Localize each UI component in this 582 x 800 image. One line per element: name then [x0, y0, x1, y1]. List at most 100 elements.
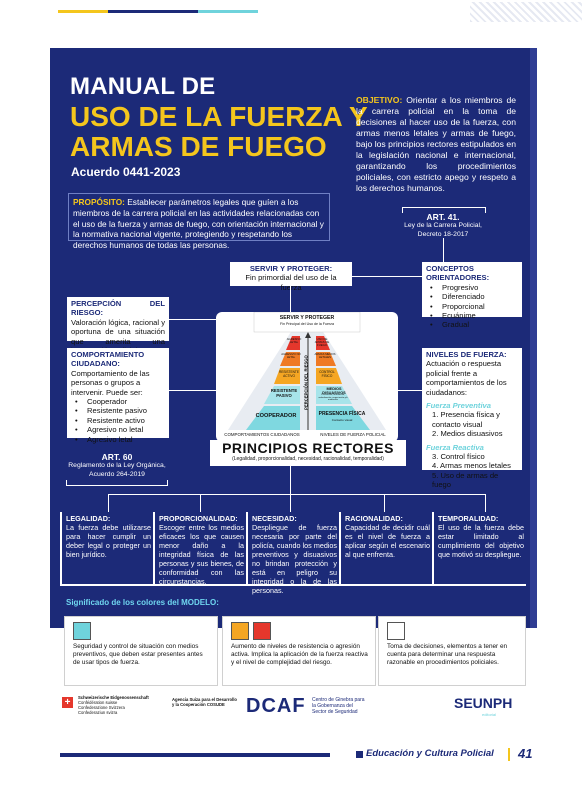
niveles-reac-item: 4. Armas menos letales [432, 461, 511, 471]
conceptos-title: CONCEPTOS ORIENTADORES: [426, 264, 490, 283]
connector [290, 464, 291, 494]
card-proporcionalidad: PROPORCIONALIDAD: Escoger entre los medi… [153, 512, 246, 586]
niveles-box: NIVELES DE FUERZA: Actuación o respuesta… [422, 348, 522, 489]
footer-bar [60, 753, 330, 757]
pyramid-bottom-left: COMPORTAMIENTOS CIUDADANOS [224, 432, 300, 437]
card-necesidad: NECESIDAD: Despliegue de fuerza necesari… [246, 512, 339, 595]
servir-box: SERVIR Y PROTEGER: Fin primordial del us… [230, 262, 352, 292]
objetivo-block: OBJETIVO: Orientar a los miembros de la … [356, 95, 516, 194]
objetivo-label: OBJETIVO: [356, 95, 403, 105]
conceptos-item: Ecuánime [426, 311, 518, 321]
title-line-2: USO DE LA FUERZA Y [70, 101, 368, 132]
comportamiento-item: Resistente activo [71, 416, 165, 426]
pyramid-top-sub: Fin Principal del Uso de la Fuerza [280, 322, 334, 326]
dcaf-line: Sector de Seguridad [312, 709, 358, 715]
art-60: ART. 60 Reglamento de la Ley Orgánica, A… [64, 452, 170, 479]
niveles-title: NIVELES DE FUERZA: [426, 350, 507, 359]
connector [398, 390, 422, 391]
card-text: La fuerza debe utilizarse para hacer cum… [66, 523, 151, 559]
swiss-line: Confederazione Svizzera [78, 705, 125, 710]
cosude-logo-text: Agencia Suiza para el Desarrollo y la Co… [172, 697, 237, 707]
servir-sub: Fin primordial del uso de la fuerza [245, 273, 337, 291]
footer-text: Educación y Cultura Policial [366, 748, 494, 759]
swiss-line: Schweizerische Eidgenossenschaft [78, 695, 149, 700]
art-60-sub1: Reglamento de la Ley Orgánica, [68, 462, 166, 469]
card-title: TEMPORALIDAD: [438, 514, 499, 523]
connector [485, 494, 486, 512]
sepnh-logo-sub: editorial [482, 712, 497, 717]
footer-square [356, 751, 363, 758]
connector [290, 494, 291, 512]
principios-rectores: PRINCIPIOS RECTORES (Legalidad, proporci… [210, 440, 406, 466]
dcaf-logo-text: Centro de Ginebra para la Gobernanza del… [312, 697, 365, 715]
swatch-orange [231, 622, 249, 640]
dcaf-logo: DCAF [246, 695, 306, 717]
card-title: PROPORCIONALIDAD: [159, 514, 238, 523]
legend-text: Aumento de niveles de resistencia o agre… [231, 643, 368, 667]
card-text: Despliegue de fuerza necesaria por parte… [252, 523, 337, 595]
pyramid-left-level: RESISTENTE PASIVO [270, 388, 298, 398]
footer-separator [508, 748, 510, 761]
art-60-sub2: Acuerdo 264-2019 [89, 470, 145, 478]
card-title: NECESIDAD: [252, 514, 297, 523]
comportamiento-item: Agresivo letal [71, 435, 165, 445]
niveles-prev-item: 1. Presencia física y contacto visual [432, 410, 500, 429]
card-text: El uso de la fuerza debe estar limitado … [438, 523, 524, 559]
comportamiento-title-2: CIUDADANO: [71, 359, 120, 369]
principios-sub: (Legalidad, proporcionalidad, necesidad,… [232, 456, 384, 462]
conceptos-item: Gradual [426, 320, 518, 330]
art-41-title: ART. 41. [426, 212, 460, 222]
card-text: Escoger entre los medios eficaces los qu… [159, 523, 244, 586]
proposito-text: Establecer parámetros legales que guíen … [73, 197, 324, 251]
connector [290, 286, 291, 312]
page-footer: Educación y Cultura Policial 41 [0, 746, 582, 764]
pyramid-diagram: SERVIR Y PROTEGER Fin Principal del Uso … [216, 311, 398, 442]
page-number: 41 [518, 746, 533, 761]
comportamiento-list: Cooperador Resistente pasivo Resistente … [71, 397, 165, 444]
proposito-block: PROPÓSITO: Establecer parámetros legales… [68, 193, 330, 250]
pyramid-left-level: AGRESIVO NO LETAL [281, 352, 301, 360]
card-legalidad: LEGALIDAD: La fuerza debe utilizarse par… [60, 512, 153, 586]
conceptos-item: Proporcional [426, 302, 518, 312]
fuerza-reactiva-label: Fuerza Reactiva [426, 442, 484, 452]
legend-cyan: Seguridad y control de situación con med… [64, 616, 218, 686]
legend-orange-red: Aumento de niveles de resistencia o agre… [222, 616, 376, 686]
niveles-reac-item: 5. Uso de armas de fuego [432, 470, 499, 490]
pyramid-left-level: AGRESIVO LETAL [286, 337, 302, 345]
title-line-1: MANUAL DE [70, 73, 216, 100]
comportamiento-item: Resistente pasivo [71, 406, 165, 416]
card-text: Capacidad de decidir cuál es el nivel de… [345, 523, 430, 559]
title-line-3: ARMAS DE FUEGO [70, 131, 327, 162]
conceptos-item: Progresivo [426, 283, 518, 293]
swiss-logo-text: Schweizerische Eidgenossenschaft Confédé… [78, 695, 149, 715]
conceptos-list: Progresivo Diferenciado Proporcional Ecu… [426, 283, 518, 330]
cosude-line: y la Cooperación COSUDE [172, 702, 225, 707]
pyramid-right-small: Contacto visual [331, 418, 353, 422]
percepcion-title: PERCEPCIÓN DEL RIESGO: [71, 299, 165, 318]
top-decoration [0, 0, 582, 22]
pyramid-right-level: ARMAS MENOS LETALES [314, 352, 336, 360]
swiss-line: Confederaziun svizra [78, 710, 118, 715]
connector [108, 494, 109, 512]
legend-white: Toma de decisiones, elementos a tener en… [378, 616, 526, 686]
conceptos-item: Diferenciado [426, 292, 518, 302]
pyramid-axis-label: PERCEPCIÓN DEL RIESGO [303, 355, 309, 410]
pyramid-right-level: MEDIOS DISUASIVOS [322, 387, 346, 395]
niveles-reac-item: 3. Control físico [432, 452, 485, 462]
art-60-title: ART. 60 [101, 452, 133, 462]
connector [352, 276, 422, 277]
legend-text: Toma de decisiones, elementos a tener en… [387, 643, 508, 667]
card-temporalidad: TEMPORALIDAD: El uso de la fuerza debe e… [432, 512, 526, 586]
conceptos-box: CONCEPTOS ORIENTADORES: Progresivo Difer… [422, 262, 522, 330]
legend-text: Seguridad y control de situación con med… [73, 643, 203, 667]
pyramid-right-level: USO DE ARMAS DE FUEGO [314, 337, 330, 348]
niveles-prev-item: 2. Medios disuasivos [432, 429, 503, 439]
panel-edge [530, 48, 537, 628]
art-41: ART. 41. Ley de la Carrera Policial, Dec… [398, 212, 488, 239]
connector [108, 494, 486, 495]
proposito-label: PROPÓSITO: [73, 197, 125, 207]
pyramid-left-level: COOPERADOR [255, 413, 297, 419]
connector [169, 319, 216, 320]
principios-title: PRINCIPIOS RECTORES [222, 440, 394, 456]
